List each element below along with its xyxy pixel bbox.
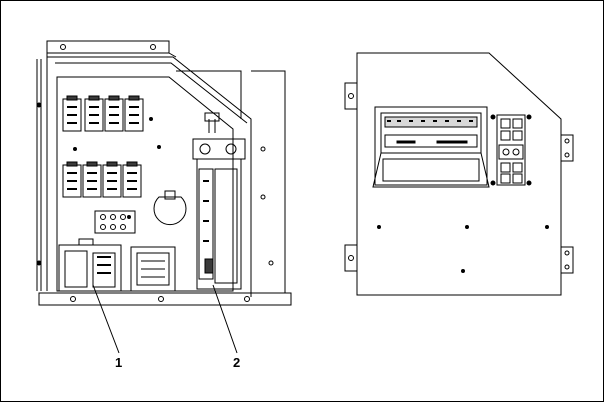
panel-hole [260,146,266,152]
callout-leader-2 [212,284,238,354]
hinge-lower-right [560,246,574,274]
cabinet-outline [46,53,252,297]
relay-row-upper [62,95,144,132]
control-buttons-panel [490,114,532,186]
transformer-assembly [58,238,122,292]
side-panel [251,70,286,294]
hinge-pin [36,260,42,266]
base-hole [244,296,250,302]
rear-outline [168,52,242,119]
hinge-upper-left [344,82,358,110]
callout-leader-1 [92,284,120,354]
base-rail [38,292,292,306]
bracket-hole [60,44,66,50]
callout-label-2: 2 [233,355,240,370]
closed-cabinet-view [344,52,574,296]
terminal-block [94,210,136,234]
base-hole [158,296,164,302]
hinge-pin [36,102,42,108]
round-knockout [153,196,187,226]
base-hole [70,296,76,302]
relay-row-lower [62,161,142,198]
left-flange [36,59,42,291]
callout-label-1: 1 [115,355,122,370]
control-board-assembly [192,112,246,290]
panel-hole [268,260,274,266]
hinge-lower-left [344,244,358,272]
knockout-tab [164,190,176,200]
bracket-hole [150,44,156,50]
open-cabinet-view [36,40,292,306]
door-outline [356,52,562,296]
back-plate [56,76,234,292]
transformer-right [130,246,176,292]
hinge-upper-right [560,134,574,162]
display-window [372,106,490,188]
panel-hole [260,194,266,200]
